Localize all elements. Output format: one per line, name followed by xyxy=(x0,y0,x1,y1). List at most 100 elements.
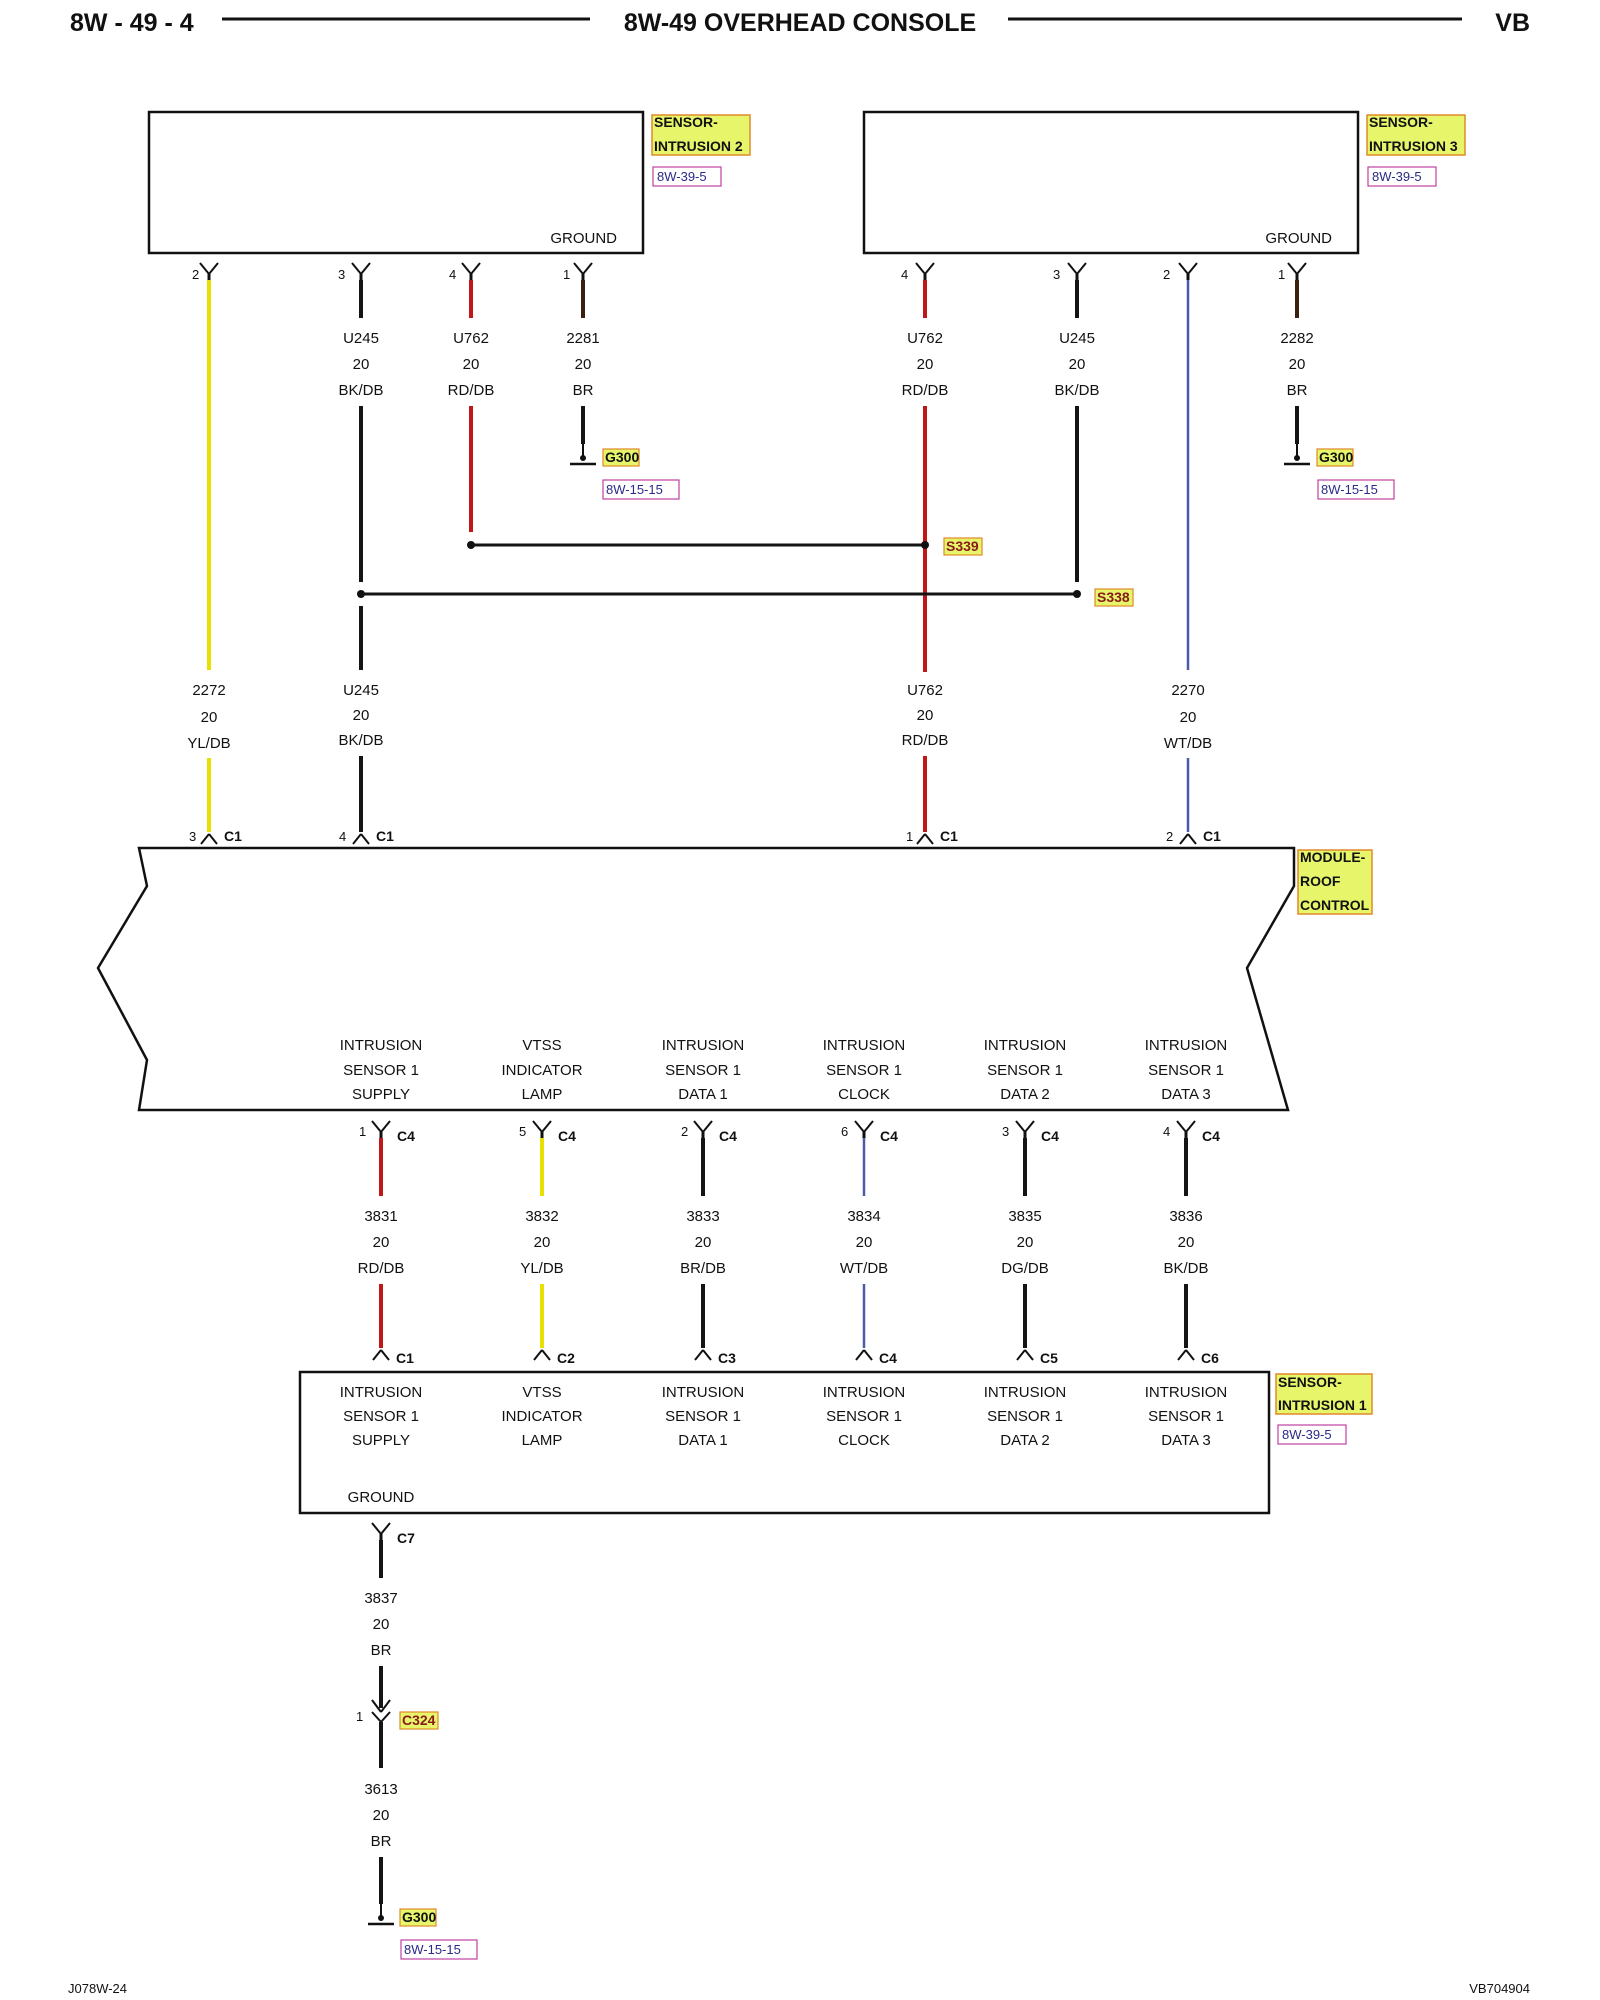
g300-tag-s3[interactable]: G300 xyxy=(1316,448,1354,467)
splice-s339-tag[interactable]: S339 xyxy=(943,537,983,556)
s3-color-u245: BK/DB xyxy=(1054,382,1099,399)
mod-fn-5-l3: DATA 2 xyxy=(1000,1086,1049,1103)
out-circuit-3834: 3834 xyxy=(847,1208,880,1225)
mod-fn-4-l3: CLOCK xyxy=(838,1086,890,1103)
s3-circuit-u762: U762 xyxy=(907,330,943,347)
sensor-3-ref-link[interactable]: 8W-39-5 xyxy=(1367,166,1437,187)
sensor-3-ref: 8W-39-5 xyxy=(1372,169,1422,184)
s3-pin-d: 1 xyxy=(1278,267,1285,282)
s1-fn-1-l2: SENSOR 1 xyxy=(343,1408,419,1425)
s2-color-u245: BK/DB xyxy=(338,382,383,399)
mod-fn-2-l3: LAMP xyxy=(522,1086,563,1103)
sensor-1-ref-link[interactable]: 8W-39-5 xyxy=(1277,1424,1347,1445)
s1-fn-2-l2: INDICATOR xyxy=(501,1408,582,1425)
out-gauge-3833: 20 xyxy=(695,1234,712,1251)
in-color-2270: WT/DB xyxy=(1164,735,1212,752)
s2-gauge-u762: 20 xyxy=(463,356,480,373)
in-gauge-u762: 20 xyxy=(917,707,934,724)
mod-fn-4-l1: INTRUSION xyxy=(823,1037,906,1054)
gp-upper-color: BR xyxy=(371,1642,392,1659)
splice-s338-tag[interactable]: S338 xyxy=(1094,588,1134,607)
gp-upper-circuit: 3837 xyxy=(364,1590,397,1607)
g300-ref-s3[interactable]: 8W-15-15 xyxy=(1317,479,1395,500)
s2-pin-a: 2 xyxy=(192,267,199,282)
s1-fn-5-l1: INTRUSION xyxy=(984,1384,1067,1401)
s2-pin-b: 3 xyxy=(338,267,345,282)
out-circuit-3832: 3832 xyxy=(525,1208,558,1225)
out-circuit-3833: 3833 xyxy=(686,1208,719,1225)
g300-ref-bottom[interactable]: 8W-15-15 xyxy=(400,1939,478,1960)
gp-lower-circuit: 3613 xyxy=(364,1781,397,1798)
s3-ground-name: G300 xyxy=(1319,449,1353,465)
mod-fn-1-l1: INTRUSION xyxy=(340,1037,423,1054)
s2-pin-d: 1 xyxy=(563,267,570,282)
out-gauge-3831: 20 xyxy=(373,1234,390,1251)
module-roof-control-tag[interactable]: MODULE- ROOF CONTROL xyxy=(1297,849,1373,915)
sensor-intrusion-1-tag[interactable]: SENSOR- INTRUSION 1 xyxy=(1275,1373,1373,1415)
module-name-line2: ROOF xyxy=(1300,873,1341,889)
c324-tag[interactable]: C324 xyxy=(399,1711,439,1730)
page-number: 8W - 49 - 4 xyxy=(70,9,194,37)
sensor-intrusion-1-box xyxy=(298,1370,1271,1515)
sensor-intrusion-3-tag[interactable]: SENSOR- INTRUSION 3 xyxy=(1366,114,1466,156)
splice-s338-node-left xyxy=(357,590,365,598)
mod-fn-2-l2: INDICATOR xyxy=(501,1062,582,1079)
mod-fn-3-l3: DATA 1 xyxy=(678,1086,727,1103)
mod-fn-5-l2: SENSOR 1 xyxy=(987,1062,1063,1079)
s1-conn-c6: C6 xyxy=(1201,1350,1219,1366)
c324-connector-symbol xyxy=(371,1699,391,1723)
in-color-2272: YL/DB xyxy=(187,735,230,752)
out-conn-4: C4 xyxy=(880,1128,898,1144)
gp-lower-color: BR xyxy=(371,1833,392,1850)
mod-fn-6-l3: DATA 3 xyxy=(1161,1086,1210,1103)
mod-fn-4-l2: SENSOR 1 xyxy=(826,1062,902,1079)
sensor1-carets xyxy=(372,1349,1195,1361)
in-circuit-2272: 2272 xyxy=(192,682,225,699)
sensor-2-name-line1: SENSOR- xyxy=(654,114,718,130)
footer-left-code: J078W-24 xyxy=(68,1981,127,1996)
s1-ground-conn: C7 xyxy=(397,1530,415,1546)
sensor-intrusion-3-box xyxy=(862,110,1360,255)
s1-conn-c4: C4 xyxy=(879,1350,897,1366)
g300-tag-bottom[interactable]: G300 xyxy=(399,1908,437,1927)
s3-circuit-u245: U245 xyxy=(1059,330,1095,347)
in-conn-c1-b: C1 xyxy=(376,828,394,844)
in-circuit-u762: U762 xyxy=(907,682,943,699)
out-color-3836: BK/DB xyxy=(1163,1260,1208,1277)
gp-lower-gauge: 20 xyxy=(373,1807,390,1824)
out-conn-5: C4 xyxy=(1041,1128,1059,1144)
sensor-2-ref-link[interactable]: 8W-39-5 xyxy=(652,166,722,187)
s2-ground-ref: 8W-15-15 xyxy=(606,482,663,497)
s1-fn-6-l3: DATA 3 xyxy=(1161,1432,1210,1449)
out-conn-2: C4 xyxy=(558,1128,576,1144)
g300-tag-s2[interactable]: G300 xyxy=(602,448,640,467)
s2-gauge-2281: 20 xyxy=(575,356,592,373)
module-roof-control-box xyxy=(96,846,1296,1112)
in-conn-c1-a: C1 xyxy=(224,828,242,844)
sensor-1-name-line2: INTRUSION 1 xyxy=(1278,1397,1367,1413)
g300-ref-s2[interactable]: 8W-15-15 xyxy=(602,479,680,500)
out-gauge-3834: 20 xyxy=(856,1234,873,1251)
out-pin-2: 2 xyxy=(681,1124,688,1139)
s1-fn-3-l1: INTRUSION xyxy=(662,1384,745,1401)
c324-label: C324 xyxy=(402,1712,436,1728)
s1-fn-6-l2: SENSOR 1 xyxy=(1148,1408,1224,1425)
sensor-1-ref: 8W-39-5 xyxy=(1282,1427,1332,1442)
out-color-3834: WT/DB xyxy=(840,1260,888,1277)
out-pin-4: 4 xyxy=(1163,1124,1170,1139)
sensor-1-name-line1: SENSOR- xyxy=(1278,1374,1342,1390)
sensor-intrusion-2-box xyxy=(147,110,645,255)
sensor-intrusion-2-tag[interactable]: SENSOR- INTRUSION 2 xyxy=(651,114,751,156)
out-circuit-3835: 3835 xyxy=(1008,1208,1041,1225)
splice-s338-label: S338 xyxy=(1097,589,1130,605)
s1-conn-c2: C2 xyxy=(557,1350,575,1366)
s2-pin-c: 4 xyxy=(449,267,456,282)
splice-s338-node-right xyxy=(1073,590,1081,598)
s1-fn-6-l1: INTRUSION xyxy=(1145,1384,1228,1401)
out-conn-3: C4 xyxy=(719,1128,737,1144)
out-pin-6: 6 xyxy=(841,1124,848,1139)
out-gauge-3836: 20 xyxy=(1178,1234,1195,1251)
mod-fn-6-l2: SENSOR 1 xyxy=(1148,1062,1224,1079)
splice-s339-node-right xyxy=(921,541,929,549)
out-circuit-3836: 3836 xyxy=(1169,1208,1202,1225)
